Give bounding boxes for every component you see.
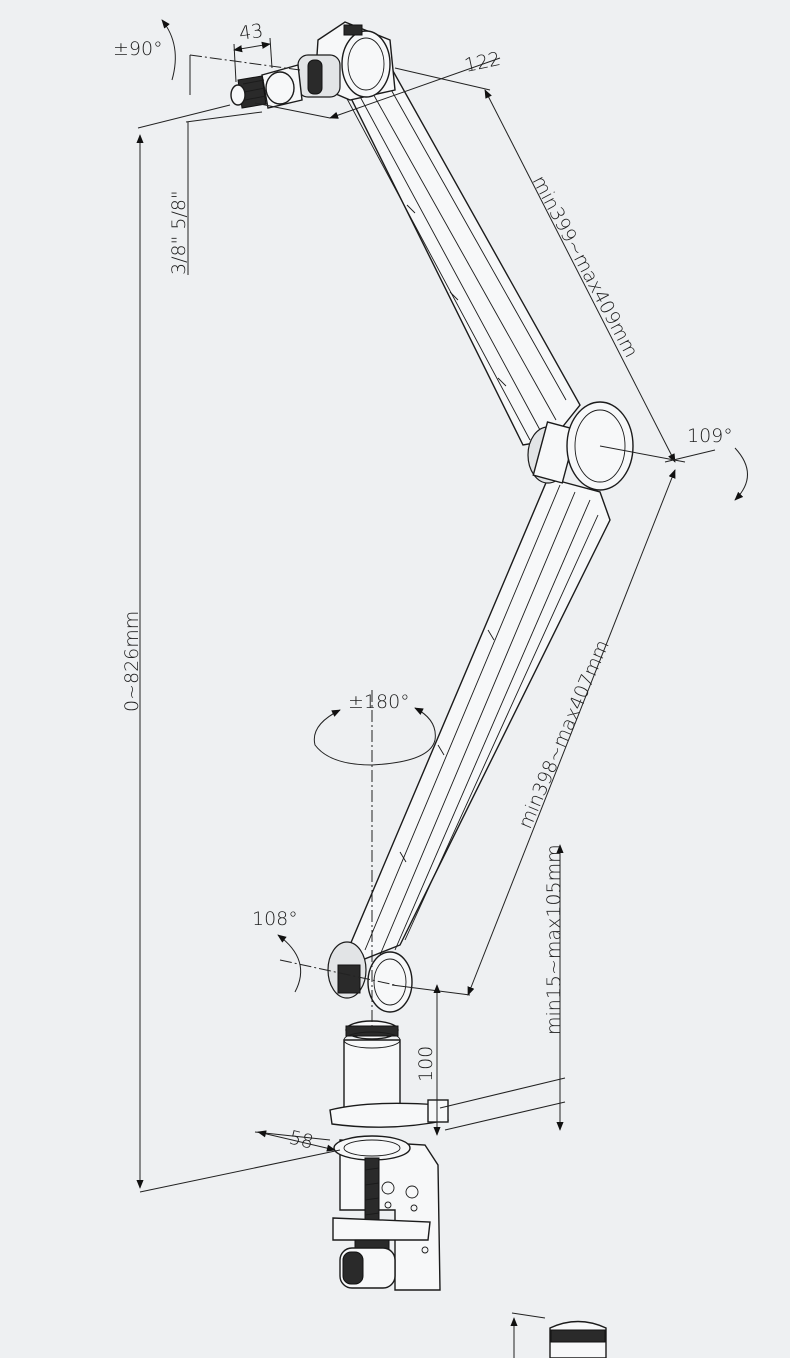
label-clamp-range: min15~max105mm bbox=[543, 844, 565, 1035]
label-total-height: 0~826mm bbox=[121, 611, 143, 712]
label-base-width: 58 bbox=[287, 1127, 316, 1154]
clamp-base bbox=[329, 1020, 450, 1291]
cropped-extra-part bbox=[510, 1312, 607, 1358]
dimension-lines bbox=[136, 19, 748, 1193]
label-elbow-angle: 109° bbox=[687, 425, 733, 447]
label-thread: 3/8" 5/8" bbox=[168, 190, 190, 275]
label-base-rotation: ±180° bbox=[348, 691, 410, 713]
upper-arm bbox=[336, 61, 581, 446]
base-joint bbox=[327, 941, 413, 1013]
label-head-length: 43 bbox=[238, 20, 265, 45]
label-tilt-head: ±90° bbox=[113, 38, 163, 60]
label-upper-arm-length: min399~max409mm bbox=[528, 172, 643, 361]
label-head-offset: 122 bbox=[462, 48, 502, 77]
top-head bbox=[230, 21, 396, 109]
label-post-height: 100 bbox=[415, 1046, 437, 1082]
label-base-angle: 108° bbox=[252, 908, 298, 930]
